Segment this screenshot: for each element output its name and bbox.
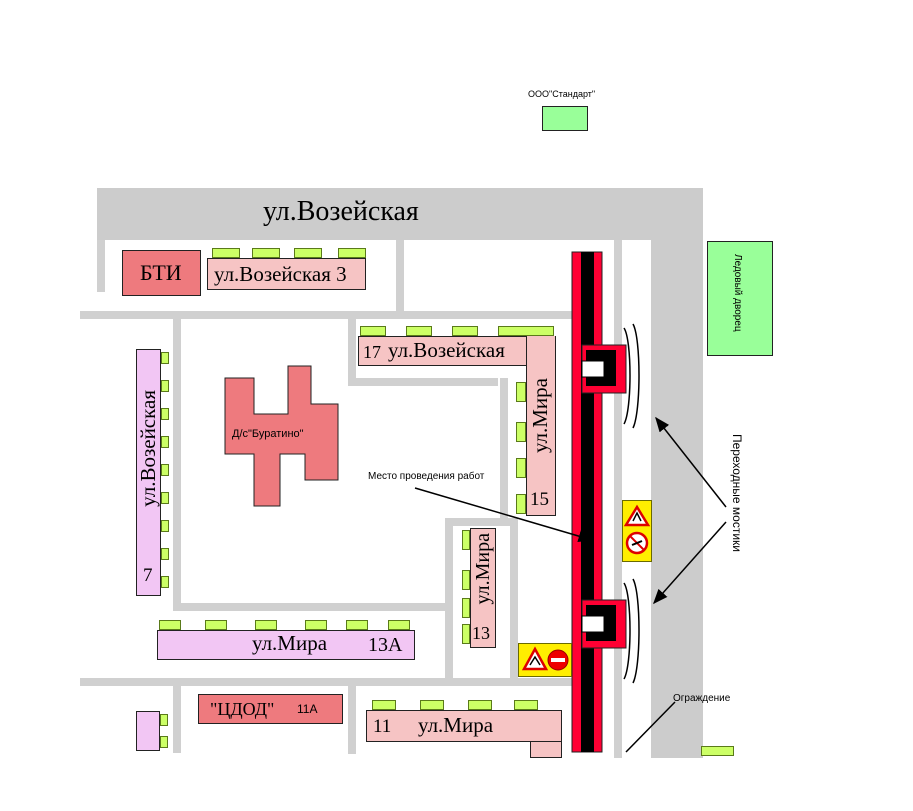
- balcony: [294, 248, 322, 258]
- balcony: [516, 458, 526, 478]
- road-sign-pair-2: [518, 643, 572, 677]
- kindergarten-label: Д/с"Буратино": [232, 428, 304, 440]
- balcony: [516, 494, 526, 514]
- balcony: [161, 520, 169, 532]
- standard-building: [542, 106, 588, 131]
- balcony: [462, 530, 470, 550]
- tsdod-label: "ЦДОД": [210, 699, 275, 719]
- balcony: [160, 736, 168, 748]
- driveway-5: [348, 318, 356, 384]
- balcony: [388, 620, 410, 630]
- mira-11-number: 11: [373, 716, 392, 737]
- driveway-9: [445, 518, 453, 678]
- driveway-13: [348, 684, 356, 754]
- balcony: [161, 492, 169, 504]
- balcony: [161, 408, 169, 420]
- mira-11-label: ул.Мира: [418, 713, 494, 737]
- driveway-3: [80, 311, 580, 319]
- ice-palace-building: [707, 241, 773, 356]
- road-sign-pair: [622, 500, 652, 562]
- balcony: [161, 436, 169, 448]
- driveway-12: [173, 678, 181, 753]
- mira-15-building: [526, 336, 556, 516]
- balcony: [372, 700, 396, 710]
- driveway-8: [445, 518, 515, 526]
- balcony: [406, 326, 432, 336]
- balcony: [516, 422, 526, 442]
- driveway-14: [510, 518, 518, 678]
- tsdod-number: 11А: [297, 702, 318, 716]
- balcony: [252, 248, 280, 258]
- vozeyskaya-7-number: 7: [143, 565, 153, 586]
- balcony: [338, 248, 366, 258]
- balcony: [462, 624, 470, 644]
- mira-11-building: [366, 710, 562, 742]
- road-east: [651, 188, 703, 758]
- balcony: [346, 620, 368, 630]
- balcony: [452, 326, 478, 336]
- fence-label: Ограждение: [673, 693, 731, 704]
- vozeyskaya-17-building: [358, 336, 556, 366]
- crossings-label: Переходные мостики: [730, 434, 744, 552]
- work-site-label: Место проведения работ: [368, 471, 485, 482]
- vozeyskaya-17-label: ул.Возейская: [388, 338, 505, 362]
- balcony: [161, 548, 169, 560]
- balcony: [161, 352, 169, 364]
- balcony: [160, 714, 168, 726]
- balcony: [161, 464, 169, 476]
- balcony: [462, 598, 470, 618]
- mira-13-building: [470, 528, 496, 648]
- balcony: [514, 700, 538, 710]
- vozeyskaya-3-label: ул.Возейская 3: [214, 262, 347, 286]
- mira-13a-number: 13А: [368, 634, 403, 656]
- vozeyskaya-7-building: [136, 349, 161, 596]
- driveway-6: [348, 378, 498, 386]
- driveway-7: [500, 378, 508, 520]
- standard-label: ООО"Стандарт": [528, 89, 596, 99]
- ice-palace-label: Ледовый дворец: [732, 254, 743, 332]
- balcony: [701, 746, 734, 756]
- road-work-sign-icon: [623, 504, 651, 555]
- vozeyskaya-17-number: 17: [363, 342, 381, 362]
- bti-building: [122, 250, 201, 296]
- mira-11-wing: [530, 742, 562, 758]
- sidewalk-east: [614, 240, 622, 758]
- street-label-vozeyskaya: ул.Возейская: [263, 196, 419, 227]
- balcony: [516, 382, 526, 402]
- driveway-4: [173, 311, 181, 611]
- no-entry-sign-icon: [521, 646, 569, 671]
- balcony: [255, 620, 277, 630]
- balcony: [468, 700, 492, 710]
- tsdod-building: [198, 694, 343, 724]
- driveway-11: [80, 678, 580, 686]
- balcony: [159, 620, 181, 630]
- balcony: [462, 570, 470, 590]
- balcony: [205, 620, 227, 630]
- bti-label: БТИ: [140, 260, 182, 285]
- balcony: [498, 326, 554, 336]
- mira-15-number: 15: [530, 489, 549, 510]
- mira-13-number: 13: [472, 623, 490, 643]
- driveway-2: [396, 240, 404, 312]
- mira-13a-label: ул.Мира: [252, 631, 328, 655]
- vozeyskaya-3-building: [207, 258, 366, 290]
- balcony: [161, 576, 169, 588]
- balcony: [161, 380, 169, 392]
- partial-building: [136, 711, 160, 751]
- driveway-10: [173, 603, 448, 611]
- balcony: [212, 248, 240, 258]
- road-vozeyskaya: [97, 188, 703, 240]
- balcony: [420, 700, 444, 710]
- balcony: [305, 620, 327, 630]
- mira-13a-building: [157, 630, 415, 660]
- driveway-1: [97, 240, 105, 292]
- balcony: [360, 326, 386, 336]
